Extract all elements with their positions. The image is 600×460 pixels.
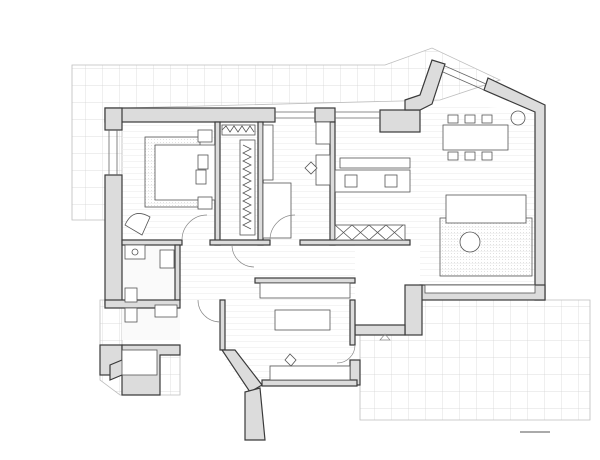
kitchen [334, 157, 411, 241]
bedroom-furniture [124, 124, 256, 236]
living-furniture [424, 110, 536, 294]
terrace-north [71, 47, 502, 221]
study-furniture [262, 121, 331, 239]
doors [181, 214, 391, 364]
hall-furniture [259, 282, 351, 381]
bathrooms [121, 244, 178, 376]
windows [108, 65, 487, 175]
